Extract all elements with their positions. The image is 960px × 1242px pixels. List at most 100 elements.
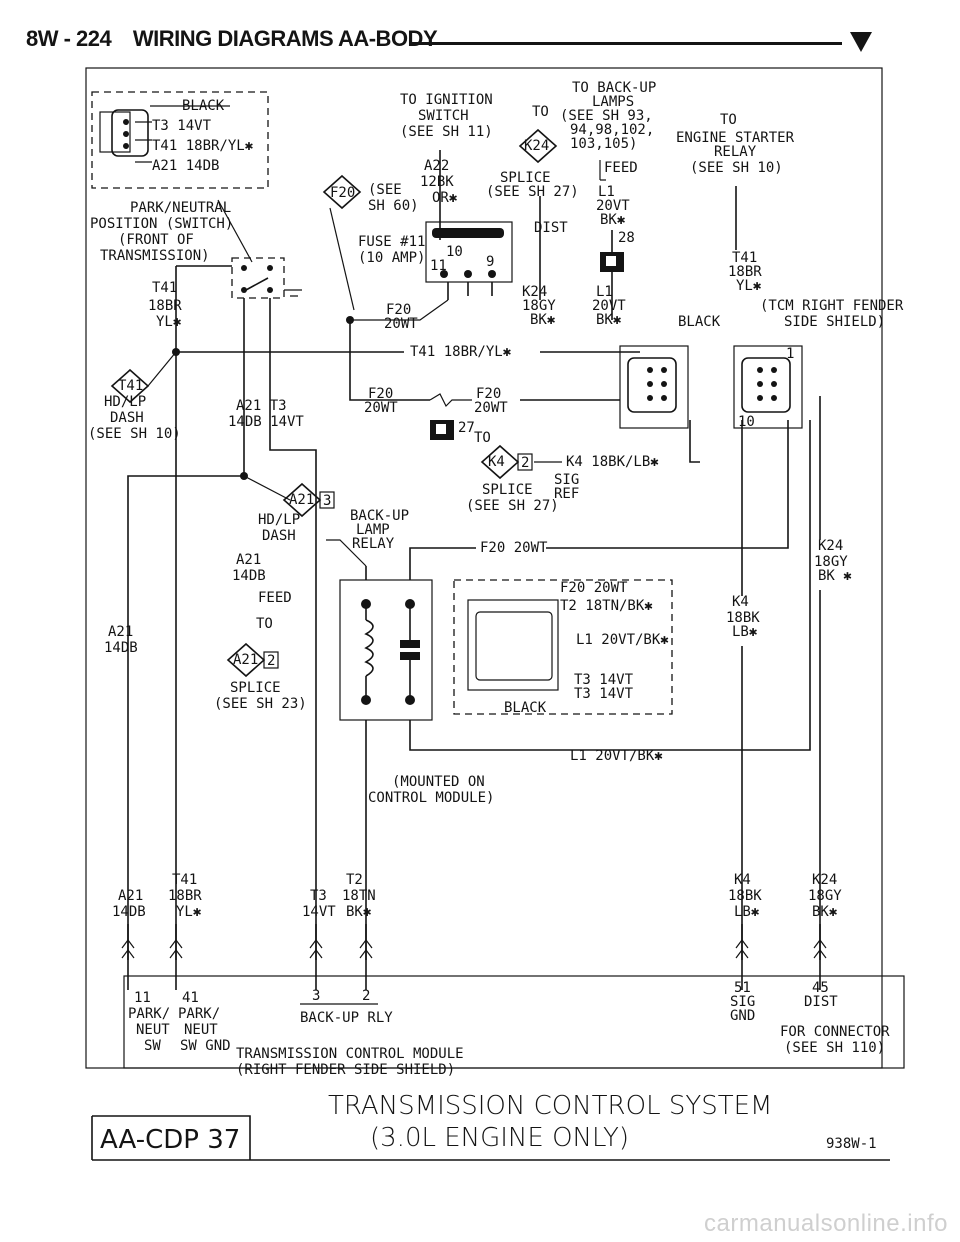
f20-wire-1: F20 [386, 302, 411, 318]
sig-label: SIG [554, 472, 579, 488]
t41-right-2: 18BR [728, 264, 762, 280]
header-triangle-icon [850, 32, 872, 52]
bottom-t41-2: 18BR [168, 888, 202, 904]
a22-1: A22 [424, 158, 449, 174]
fuse-element [432, 228, 504, 238]
bottom-t2-2: 18TN [342, 888, 376, 904]
hdlp-5: DASH [262, 528, 296, 544]
tcm-module-2: (RIGHT FENDER SIDE SHIELD) [236, 1062, 455, 1078]
backup-1: TO BACK-UP [572, 80, 656, 96]
k4-right-1: K4 [732, 594, 749, 610]
backup-5: 103,105) [570, 136, 637, 152]
fuse-block [425, 221, 513, 283]
k4-right-2: 18BK [726, 610, 760, 626]
bottom-k24-2: 18GY [808, 888, 842, 904]
hdlp-2: DASH [110, 410, 144, 426]
a21-diamond-top [282, 482, 322, 518]
hdlp-3: (SEE SH 10) [88, 426, 181, 442]
pn-black-label: BLACK [182, 98, 225, 114]
a21-top-badge-text: A21 [289, 492, 314, 508]
for-connector-1: FOR CONNECTOR [780, 1024, 890, 1040]
starter-2: ENGINE STARTER [676, 130, 795, 146]
header-rule [410, 42, 842, 45]
a22-2: 12BK [420, 174, 454, 190]
to-mid: TO [256, 616, 273, 632]
figure-code: 938W-1 [826, 1136, 877, 1152]
l1-wire-label: L1 20VT/BK✱ [570, 748, 663, 764]
l1-mid-1: L1 [596, 284, 613, 300]
l1-mid-3: BK✱ [596, 312, 622, 328]
k24-right-2: 18GY [814, 554, 848, 570]
f20-mid-2: 20WT [364, 400, 398, 416]
pn-title-3: (FRONT OF [118, 232, 194, 248]
bottom-k4-2: 18BK [728, 888, 762, 904]
k24-right-1: K24 [818, 538, 843, 554]
bottom-a21-2: 14DB [112, 904, 146, 920]
f20-see-2: SH 60) [368, 198, 419, 214]
t41-badge-text: T41 [118, 378, 143, 394]
k24-badge-text: K24 [524, 138, 549, 154]
k4-right-3: LB✱ [732, 624, 758, 640]
fuse-label-2: (10 AMP) [358, 250, 425, 266]
tcm-pin-10: 10 [738, 414, 755, 430]
bottom-t41-3: YL✱ [176, 904, 202, 920]
page-title: WIRING DIAGRAMS AA-BODY [132, 26, 438, 51]
t41-wire-label: T41 18BR/YL✱ [410, 344, 512, 360]
tcm-connector-b [733, 345, 803, 429]
splice-2: (SEE SH 27) [486, 184, 579, 200]
pn-t41-label: T41 18BR/YL✱ [152, 138, 254, 154]
ign-3: (SEE SH 11) [400, 124, 493, 140]
fuse-pin-10: 10 [446, 244, 463, 260]
bottom-a21-1: A21 [118, 888, 143, 904]
conn-t3-a: T3 14VT [574, 672, 634, 688]
for-connector-2: (SEE SH 110) [784, 1040, 885, 1056]
backup-relay-3: RELAY [352, 536, 395, 552]
bottom-k4-3: LB✱ [734, 904, 760, 920]
pn-a21-label: A21 14DB [152, 158, 219, 174]
a21-mid-2: 14DB [232, 568, 266, 584]
pn-switch-body [231, 257, 285, 299]
conn-t2: T2 18TN/BK✱ [560, 598, 653, 614]
ign-1: TO IGNITION [400, 92, 493, 108]
f20-wire-2: 20WT [384, 316, 418, 332]
k24-top-2: 18GY [522, 298, 556, 314]
page-header: 8W - 224 WIRING DIAGRAMS AA-BODY [26, 26, 438, 52]
splice-5: SPLICE [230, 680, 281, 696]
backup-relay-1: BACK-UP [350, 508, 409, 524]
starter-4: (SEE SH 10) [690, 160, 783, 176]
k24-diamond-badge [518, 128, 558, 164]
t41-right-1: T41 [732, 250, 757, 266]
pin-51: 51 [734, 980, 751, 996]
conn-f20: F20 20WT [560, 580, 628, 596]
tcm-connector-a [619, 345, 689, 429]
pn-title-1: PARK/NEUTRAL [130, 200, 231, 216]
backup-relay-2: LAMP [356, 522, 390, 538]
park-1: PARK/ [128, 1006, 170, 1022]
ign-2: SWITCH [418, 108, 469, 124]
f20-mid-1: F20 [368, 386, 393, 402]
backup-relay-box [339, 579, 433, 721]
backup-rly-label: BACK-UP RLY [300, 1010, 393, 1026]
a21-left-1: A21 [108, 624, 133, 640]
backup-to: TO [532, 104, 549, 120]
pn-title-4: TRANSMISSION) [100, 248, 210, 264]
ref-label: REF [554, 486, 579, 502]
pin-11: 11 [134, 990, 151, 1006]
dist-label: DIST [534, 220, 568, 236]
pin-sig: SIG [730, 994, 755, 1010]
fuse-label-1: FUSE #11 [358, 234, 425, 250]
t41-right-3: YL✱ [736, 278, 762, 294]
pin-gnd: GND [730, 1008, 755, 1024]
conn-black: BLACK [504, 700, 547, 716]
pin-2: 2 [362, 988, 370, 1004]
mounted-1: (MOUNTED ON [392, 774, 485, 790]
a21-bottom-badge-num: 2 [267, 653, 275, 669]
a21-top-badge-num: 3 [323, 493, 331, 509]
a21-t3-1: A21 T3 [236, 398, 287, 414]
k24-top-3: BK✱ [530, 312, 556, 328]
f20-mid-4: 20WT [474, 400, 508, 416]
bottom-k4-1: K4 [734, 872, 751, 888]
starter-3: RELAY [714, 144, 757, 160]
bottom-k24-1: K24 [812, 872, 837, 888]
